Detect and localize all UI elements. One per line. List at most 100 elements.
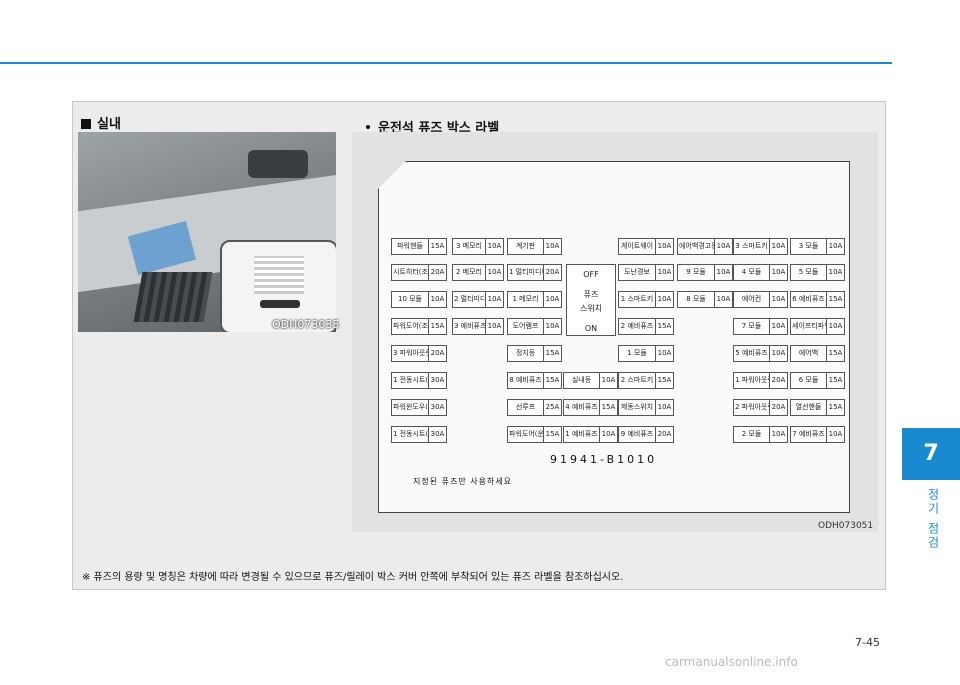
fuse-name: 세이프티파워윈도우 [791,319,827,334]
fuse-name: 계기판 [508,239,544,254]
bullet-dot-icon [366,125,370,129]
fuse-name: 에어백 [791,346,827,361]
fuse-amperage: 15A [657,322,672,330]
fuse-amperage: 10A [828,242,843,250]
fuse-cell: 1 전동시트(조수석)30A [391,372,447,389]
fuse-label [378,161,850,513]
fuse-name: 1 메모리 [508,292,544,307]
fuse-amperage: 10A [430,295,445,303]
fuse-name: 열선핸들 [791,400,827,415]
fuse-amperage: 15A [828,403,843,411]
fuse-name: 제동스위치 [619,400,656,415]
fuse-amperage: 10A [771,268,786,276]
fuse-name: 파워핸들 [392,239,429,254]
fuse-amperage: 15A [430,322,445,330]
fuse-name: 8 모듈 [678,292,715,307]
fuse-name: 선루프 [508,400,544,415]
fuse-amperage: 10A [657,242,672,250]
fuse-amperage: 20A [771,376,786,384]
square-bullet-icon [81,119,91,129]
fuse-amperage: 15A [545,376,560,384]
fuse-switch: OFF 퓨즈 스위치 ON [566,264,616,336]
fuse-name: 정지등 [508,346,544,361]
fuse-amperage: 10A [545,322,560,330]
fuse-amperage: 25A [545,403,560,411]
fuse-amperage: 20A [657,430,672,438]
fuse-amperage: 10A [828,430,843,438]
fuse-amperage: 15A [601,403,616,411]
fuse-cell: 파워도어(조수석)15A [391,318,447,335]
fuse-amperage: 20A [545,268,560,276]
fuse-name: 2 파워아웃렛 [734,400,770,415]
fuse-name: 2 예비퓨즈 [619,319,656,334]
fuse-amperage: 10A [601,376,616,384]
fuse-amperage: 20A [430,349,445,357]
fuse-name: 에어컨 [734,292,770,307]
fuse-amperage: 10A [771,430,786,438]
fuse-name: 1 전동시트(운전석) [392,427,429,442]
fuse-cell: 1 전동시트(운전석)30A [391,426,447,443]
fuse-amperage: 20A [430,268,445,276]
fuse-amperage: 10A [716,268,731,276]
switch-switch-text: 스위치 [579,304,603,313]
interior-photo [78,132,336,332]
top-rule [0,62,892,64]
fuse-amperage: 15A [545,349,560,357]
chapter-tab: 7 [902,428,960,480]
fuse-amperage: 10A [657,295,672,303]
watermark: carmanualsonline.info [665,655,798,669]
fuse-name: 9 모듈 [678,265,715,280]
fuse-amperage: 20A [771,403,786,411]
fuse-cell: 1 멀티미디어20A [507,264,562,281]
fuse-amperage: 15A [545,430,560,438]
fuse-name: 7 예비퓨즈 [791,427,827,442]
chapter-title: 정기 점검 [926,488,940,550]
fuse-amperage: 10A [487,242,502,250]
fuse-name: 2 메모리 [453,265,486,280]
fuse-name: 파워도어(운전석) [508,427,544,442]
fuse-name: 6 모듈 [791,373,827,388]
fuse-amperage: 15A [828,376,843,384]
fuse-name: 1 멀티미디어 [508,265,544,280]
fuse-amperage: 10A [487,268,502,276]
section-title: 실내 [81,113,121,132]
fuse-name: 도어램프 [508,319,544,334]
fuse-name: 1 모듈 [619,346,656,361]
fuse-name: 7 모듈 [734,319,770,334]
fuse-amperage: 30A [430,403,445,411]
fuse-box-inset [220,240,336,332]
fuse-amperage: 10A [545,242,560,250]
fuse-cell: 세이프티파워윈도우10A [790,318,845,335]
fuse-amperage: 10A [657,403,672,411]
fuse-name: 1 예비퓨즈 [564,427,600,442]
fuse-amperage: 15A [828,295,843,303]
page-number: 7-45 [855,636,880,649]
fuse-cell: 2 멀티미디어10A [452,291,504,308]
fuse-amperage: 10A [771,242,786,250]
